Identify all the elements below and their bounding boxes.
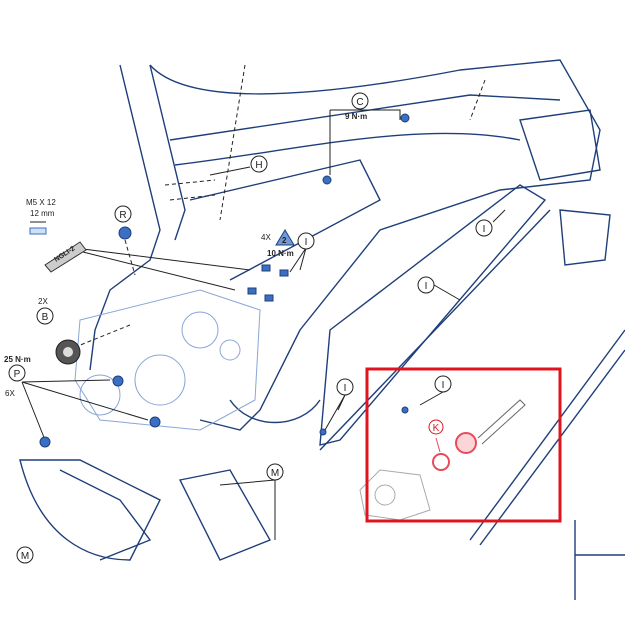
torque-i: 10 N·m <box>267 249 294 258</box>
step-triangle-icon <box>275 229 295 246</box>
motor-unit <box>74 289 261 431</box>
callout-b: B <box>42 312 49 323</box>
callout-k: K <box>433 423 440 434</box>
brake-caliper <box>359 469 431 521</box>
callout-circles <box>8 92 493 564</box>
step-number: 2 <box>282 236 287 245</box>
frame-outline <box>19 59 625 600</box>
spec-labels: 9 N·m 10 N·m 25 N·m 4X 2X 6X M5 X 12 12 … <box>4 112 367 398</box>
torque-p: 25 N·m <box>4 355 31 364</box>
callout-h: H <box>255 160 262 171</box>
callout-m: M <box>271 468 279 479</box>
callout-i: I <box>442 380 445 391</box>
torque-c: 9 N·m <box>345 112 367 121</box>
highlighted-part <box>432 399 526 471</box>
callout-m: M <box>21 551 29 562</box>
callout-labels: C H R B P K I I I I I M M <box>14 97 486 562</box>
bolts <box>39 113 410 448</box>
callout-p: P <box>14 369 21 380</box>
callout-i: I <box>305 237 308 248</box>
callout-i: I <box>425 281 428 292</box>
callout-c: C <box>356 97 363 108</box>
bolt-size: M5 X 12 <box>26 198 56 207</box>
callout-r: R <box>119 210 126 221</box>
qty-b: 2X <box>38 297 48 306</box>
bearing-center <box>63 347 73 357</box>
highlight-box <box>365 367 562 523</box>
qty-p: 6X <box>5 389 15 398</box>
callout-i: I <box>344 383 347 394</box>
qty-i: 4X <box>261 233 271 242</box>
bolt-spec-icon <box>29 221 47 235</box>
callout-i: I <box>483 224 486 235</box>
bolt-length: 12 mm <box>30 209 55 218</box>
assembly-paths <box>67 64 486 351</box>
grease-tube-icon: NGLI-2 <box>44 241 87 273</box>
leader-lines <box>21 109 506 540</box>
